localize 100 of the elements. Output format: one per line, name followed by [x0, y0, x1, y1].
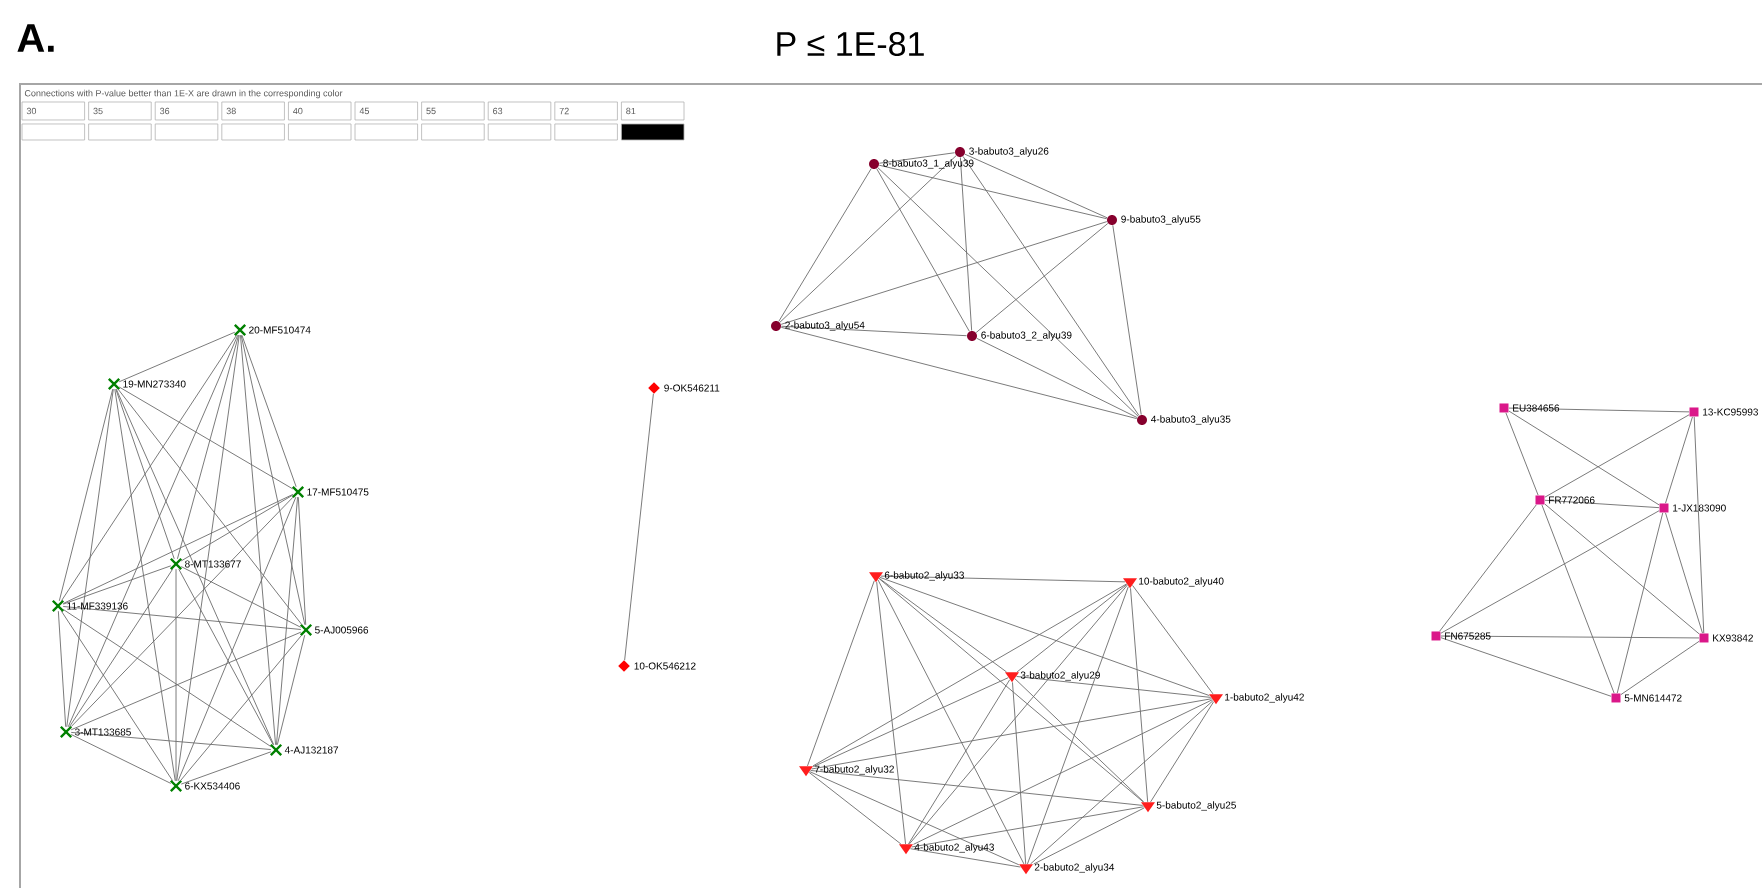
node-marker	[899, 844, 913, 855]
node-marker	[1137, 414, 1147, 425]
network-edge	[809, 771, 1020, 866]
network-edge	[878, 164, 1108, 220]
network-edge	[812, 583, 1127, 767]
title: P ≤ 1E-81	[777, 31, 924, 57]
network-edge	[1544, 499, 1660, 509]
network-edge	[1027, 586, 1129, 865]
network-edge	[808, 772, 902, 845]
network-edge	[276, 496, 298, 746]
node-marker	[51, 599, 65, 613]
network-edge	[62, 606, 302, 630]
network-edge	[180, 566, 302, 628]
node-marker	[1019, 864, 1033, 875]
network-edge	[1112, 224, 1142, 416]
network-edge	[66, 388, 114, 728]
network-edge	[175, 568, 177, 782]
network-edge	[176, 334, 240, 782]
network-edge	[180, 751, 272, 785]
network-edge	[1439, 504, 1537, 632]
node-marker	[107, 377, 121, 391]
network-edge	[67, 334, 239, 728]
network-edge	[1440, 510, 1660, 634]
network-edge	[1033, 807, 1145, 865]
network-edge	[975, 223, 1109, 333]
network-edge	[878, 152, 956, 164]
network-edge	[1016, 584, 1128, 673]
network-edge	[1665, 416, 1693, 504]
node-marker	[1431, 631, 1441, 641]
node-marker	[955, 147, 965, 157]
network-edge	[962, 156, 1140, 416]
network-edge	[61, 610, 174, 782]
network-edge	[240, 334, 277, 746]
network-edge	[70, 734, 172, 784]
network-edge	[879, 576, 1210, 697]
node-marker	[291, 485, 305, 499]
network-edge	[70, 631, 302, 731]
network-edge	[780, 326, 1138, 420]
node-marker	[269, 743, 283, 757]
network-edge	[117, 388, 303, 626]
network-edge	[58, 388, 114, 602]
network-edge	[1508, 407, 1690, 413]
network-edge	[61, 334, 238, 602]
network-edge	[911, 806, 1145, 848]
network-edge	[1616, 512, 1664, 694]
network-edge	[778, 168, 872, 322]
node-marker	[967, 331, 977, 341]
node-marker	[233, 323, 247, 337]
network-edge	[1014, 678, 1145, 803]
network-edge	[177, 496, 297, 782]
node-marker	[1535, 495, 1545, 505]
network-edge	[624, 393, 654, 661]
network-edge	[1130, 587, 1149, 803]
node-marker	[771, 321, 781, 331]
network-edge	[118, 331, 236, 383]
network-edge	[1150, 701, 1215, 803]
network-edge	[1030, 700, 1214, 865]
network-edge	[909, 848, 1021, 868]
network-edge	[810, 770, 1144, 806]
node-marker	[618, 660, 630, 672]
network-edge	[812, 677, 1009, 768]
network-edge	[877, 579, 1025, 865]
network-edge	[118, 386, 294, 490]
network-edge	[878, 577, 1007, 673]
network-edge	[878, 578, 1144, 803]
network-edge	[1541, 504, 1615, 694]
node-marker	[169, 779, 183, 793]
network-edge	[69, 568, 174, 728]
network-edge	[1508, 410, 1660, 506]
node-marker	[869, 572, 883, 583]
network-edge	[880, 575, 1126, 583]
network-edge	[62, 608, 272, 747]
network-edge	[1505, 412, 1539, 496]
network-edge	[780, 221, 1108, 325]
network-edge	[908, 584, 1128, 845]
network-edge	[240, 334, 306, 626]
network-edge	[780, 325, 968, 337]
node-marker	[1107, 215, 1117, 225]
network-edge	[1132, 584, 1214, 695]
network-edge	[976, 337, 1138, 419]
node-marker	[1141, 802, 1155, 813]
network-edge	[1665, 512, 1703, 634]
node-marker	[1699, 633, 1709, 643]
network-edge	[70, 731, 272, 750]
network-edge	[70, 496, 294, 728]
node-marker	[1005, 672, 1019, 683]
network-edge	[178, 568, 274, 746]
network-edge	[57, 610, 67, 728]
network-edge	[876, 168, 970, 332]
network-edge	[1620, 640, 1700, 696]
network-edge	[179, 634, 303, 782]
node-marker	[648, 382, 660, 394]
node-marker	[1689, 407, 1699, 417]
node-marker	[1123, 578, 1137, 589]
network-edge	[811, 698, 1213, 770]
network-edge	[1544, 503, 1700, 635]
network-edge	[1016, 676, 1212, 698]
node-marker	[869, 159, 879, 169]
network-edge	[276, 634, 306, 746]
network-edge	[913, 699, 1213, 845]
